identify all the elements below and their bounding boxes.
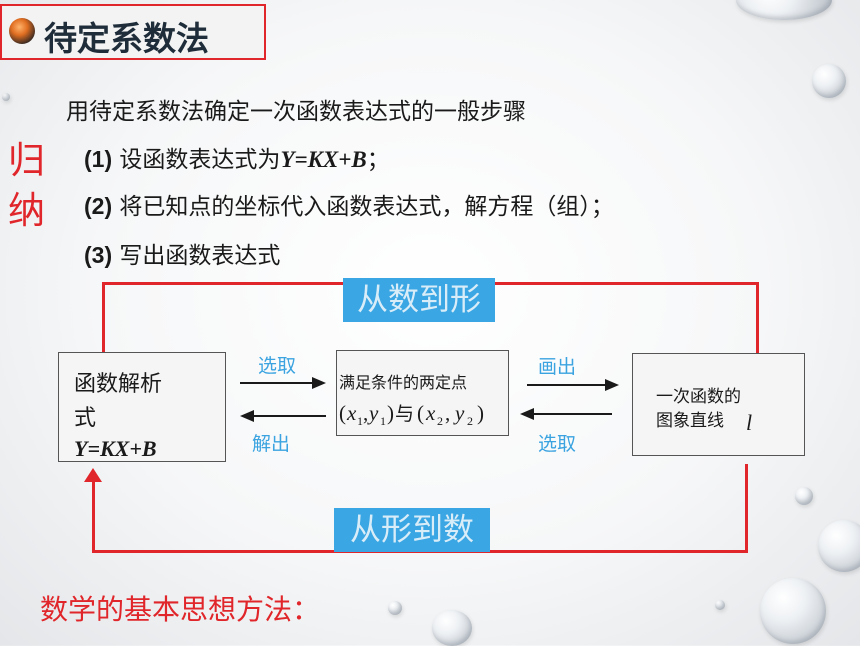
left-box-line1: 函数解析 <box>74 372 163 397</box>
box-line-graph <box>632 353 805 456</box>
svg-text:与: 与 <box>395 403 414 425</box>
arrow-label-solve: 解出 <box>252 433 291 455</box>
step-1-number: (1) <box>84 146 113 172</box>
svg-text:y: y <box>367 401 379 425</box>
water-drop-decoration <box>812 64 846 98</box>
orb-icon <box>9 18 35 44</box>
page-title: 待定系数法 <box>44 19 209 58</box>
right-box-line2: 图象直线 <box>656 411 724 431</box>
svg-text:x: x <box>425 401 436 425</box>
banner-shape-to-number: 从形到数 <box>334 508 490 552</box>
step-1: (1) 设函数表达式为Y=KX+B； <box>84 140 390 174</box>
water-drop-decoration <box>715 600 725 610</box>
step-3-number: (3) <box>84 242 113 268</box>
middle-box-title: 满足条件的两定点 <box>339 373 468 392</box>
water-drop-decoration <box>760 578 826 644</box>
water-drop-decoration <box>432 610 472 646</box>
step-2-number: (2) <box>84 193 113 219</box>
water-drop-decoration <box>795 487 813 505</box>
svg-text:1: 1 <box>380 414 386 428</box>
step-2-text: 将已知点的坐标代入函数表达式，解方程（组）； <box>112 194 614 220</box>
two-points-formula: ( x 1 , y 1 ) 与 ( x 2 , y 2 ) <box>339 401 484 428</box>
arrow-right-icon <box>527 379 619 391</box>
arrow-label-select-back: 选取 <box>538 433 577 455</box>
svg-text:2: 2 <box>437 414 443 428</box>
water-drop-decoration <box>388 601 402 615</box>
step-3: (3) 写出函数表达式 <box>84 236 280 270</box>
arrow-label-draw: 画出 <box>538 356 577 378</box>
svg-text:): ) <box>477 401 484 425</box>
arrow-label-select: 选取 <box>258 355 297 377</box>
svg-text:y: y <box>453 401 465 425</box>
left-box-formula: Y=KX+B <box>74 436 157 461</box>
loop-line-top-right <box>756 282 759 362</box>
title-box <box>0 4 266 60</box>
step-1-text: 设函数表达式为 <box>112 147 281 173</box>
step-2: (2) 将已知点的坐标代入函数表达式，解方程（组）； <box>84 187 614 221</box>
side-label-bottom: 纳 <box>8 189 45 232</box>
step-3-text: 写出函数表达式 <box>112 243 281 269</box>
loop-line-bottom-left <box>92 478 95 553</box>
svg-text:x: x <box>346 401 357 425</box>
side-label-top: 归 <box>8 139 45 182</box>
step-1-formula: Y=KX+B <box>280 147 367 172</box>
intro-text: 用待定系数法确定一次函数表达式的一般步骤 <box>66 99 526 125</box>
arrow-right-icon <box>240 377 326 389</box>
water-drop-decoration <box>2 93 10 101</box>
box-function-expression <box>58 352 226 462</box>
svg-text:2: 2 <box>467 414 473 428</box>
loop-line-top-left <box>102 282 105 352</box>
svg-text:1: 1 <box>357 414 363 428</box>
svg-text:,: , <box>445 401 450 425</box>
right-box-line1: 一次函数的 <box>656 387 741 407</box>
svg-text:,: , <box>363 401 368 425</box>
bottom-heading: 数学的基本思想方法： <box>40 593 321 626</box>
svg-text:): ) <box>387 401 394 425</box>
arrow-left-icon <box>520 408 612 420</box>
svg-text:(: ( <box>339 401 346 425</box>
left-box-line2: 式 <box>74 406 97 431</box>
step-1-end: ； <box>366 147 390 173</box>
arrow-left-icon <box>240 410 326 422</box>
box-two-points <box>336 350 509 436</box>
loop-line-bottom-right <box>745 464 748 553</box>
water-drop-decoration <box>818 520 860 572</box>
svg-text:(: ( <box>417 401 424 425</box>
water-drop-decoration <box>736 0 832 20</box>
banner-number-to-shape: 从数到形 <box>343 278 495 322</box>
arrow-up-icon <box>84 468 102 482</box>
right-box-variable: l <box>746 410 753 435</box>
